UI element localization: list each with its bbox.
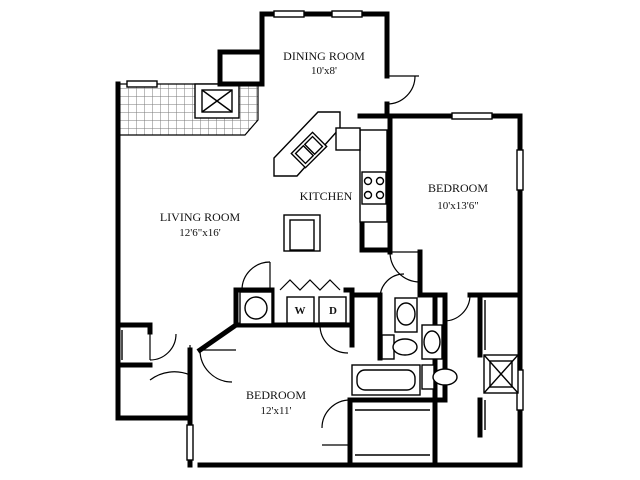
doors [149, 75, 471, 446]
bedroom-bottom-dims: 12'x11' [260, 405, 291, 417]
bedroom-right-dims: 10'x13'6" [437, 200, 478, 212]
laundry-fixtures [239, 291, 347, 325]
kitchen-fixtures [273, 111, 388, 252]
bath-fixtures [351, 297, 519, 396]
windows [126, 10, 524, 461]
kitchen-label: KITCHEN [300, 189, 353, 203]
bedroom-bottom-label: BEDROOM [246, 388, 306, 402]
dryer-label: D [329, 305, 337, 317]
dining-room-label: DINING ROOM [283, 49, 365, 63]
bedroom-right-label: BEDROOM [428, 181, 488, 195]
living-room-dims: 12'6"x16' [179, 227, 220, 239]
closet-shelves [121, 300, 486, 456]
washer-label: W [295, 305, 306, 317]
dining-room-dims: 10'x8' [311, 65, 337, 77]
living-room-label: LIVING ROOM [160, 210, 241, 224]
patio-fireplace [194, 83, 240, 119]
